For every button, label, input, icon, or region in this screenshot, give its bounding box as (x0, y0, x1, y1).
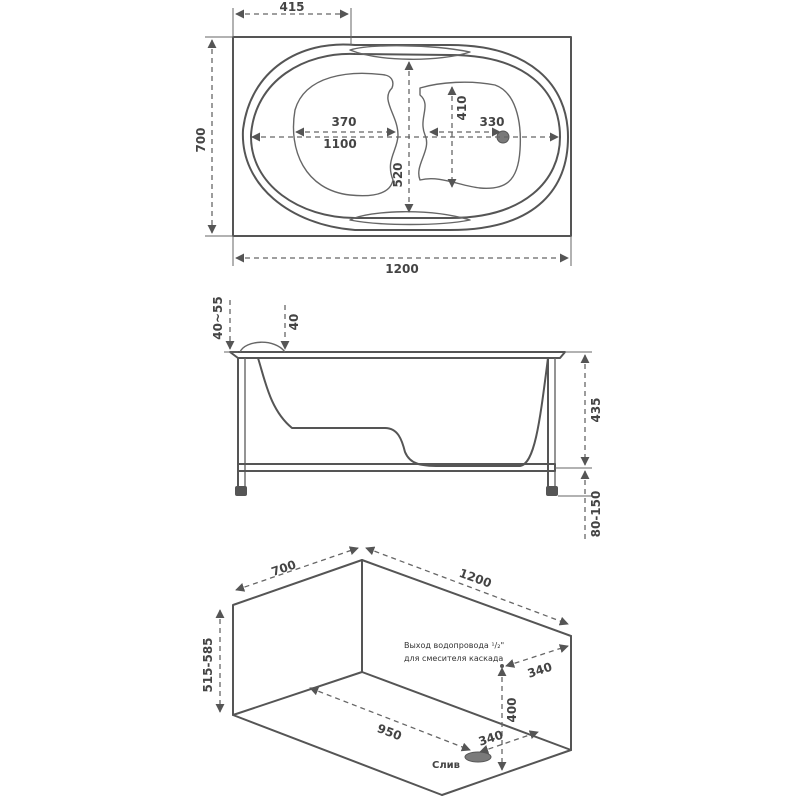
iso-front-bottom-edge (441, 749, 572, 796)
dim-label-700-iso: 700 (270, 558, 298, 579)
dim-label-1100: 1100 (323, 137, 356, 151)
tub-outer-rectangle (232, 36, 572, 237)
dim-label-410: 410 (455, 95, 469, 120)
headrest-top (349, 45, 471, 60)
dim-line-340-drain (479, 730, 539, 754)
headrest-bottom (349, 211, 471, 226)
dim-line-340-tap (505, 644, 569, 668)
dim-line-950 (309, 686, 471, 752)
iso-bottom-front-edge (232, 714, 443, 796)
dim-label-520: 520 (391, 162, 405, 187)
dim-label-950: 950 (375, 721, 403, 743)
seat-left (292, 72, 399, 197)
top-view: 415 700 1100 370 330 520 410 1200 (194, 0, 572, 276)
side-view: 40~55 40 435 80-150 (211, 296, 603, 540)
dim-label-330: 330 (479, 115, 504, 129)
dim-label-1200-top: 1200 (385, 262, 418, 276)
dim-line-700-iso (235, 546, 359, 592)
dim-label-370: 370 (331, 115, 356, 129)
dim-line-1200-iso (365, 546, 569, 626)
tap-outlet-marker (500, 664, 504, 668)
water-outlet-note-line2: для смесителя каскада (404, 654, 503, 663)
dim-label-340-tap: 340 (526, 660, 554, 681)
tub-bowl-outline (249, 52, 561, 219)
dim-label-515-585: 515-585 (201, 637, 215, 692)
dim-label-435: 435 (589, 397, 603, 422)
dim-label-415: 415 (279, 0, 304, 14)
dim-label-1200-iso: 1200 (457, 566, 493, 591)
side-foot-right (546, 486, 558, 496)
side-headrest (239, 341, 286, 353)
side-rim (229, 351, 566, 359)
tub-rim-outline (241, 43, 569, 231)
iso-left-face (232, 559, 363, 716)
dim-label-40-55: 40~55 (211, 296, 225, 339)
water-outlet-note-line1: Выход водопровода ¹/₂" (404, 641, 504, 650)
dim-label-80-150: 80-150 (589, 491, 603, 538)
dim-label-40: 40 (287, 314, 301, 331)
drain-hole-iso (464, 751, 492, 763)
isometric-view: 700 1200 515-585 950 400 340 340 Слив Вы… (201, 546, 572, 796)
dim-label-700-top: 700 (194, 127, 208, 152)
dim-label-400: 400 (505, 697, 519, 722)
side-foot-left (235, 486, 247, 496)
drain-label: Слив (432, 760, 460, 771)
side-tub-profile (257, 357, 549, 467)
